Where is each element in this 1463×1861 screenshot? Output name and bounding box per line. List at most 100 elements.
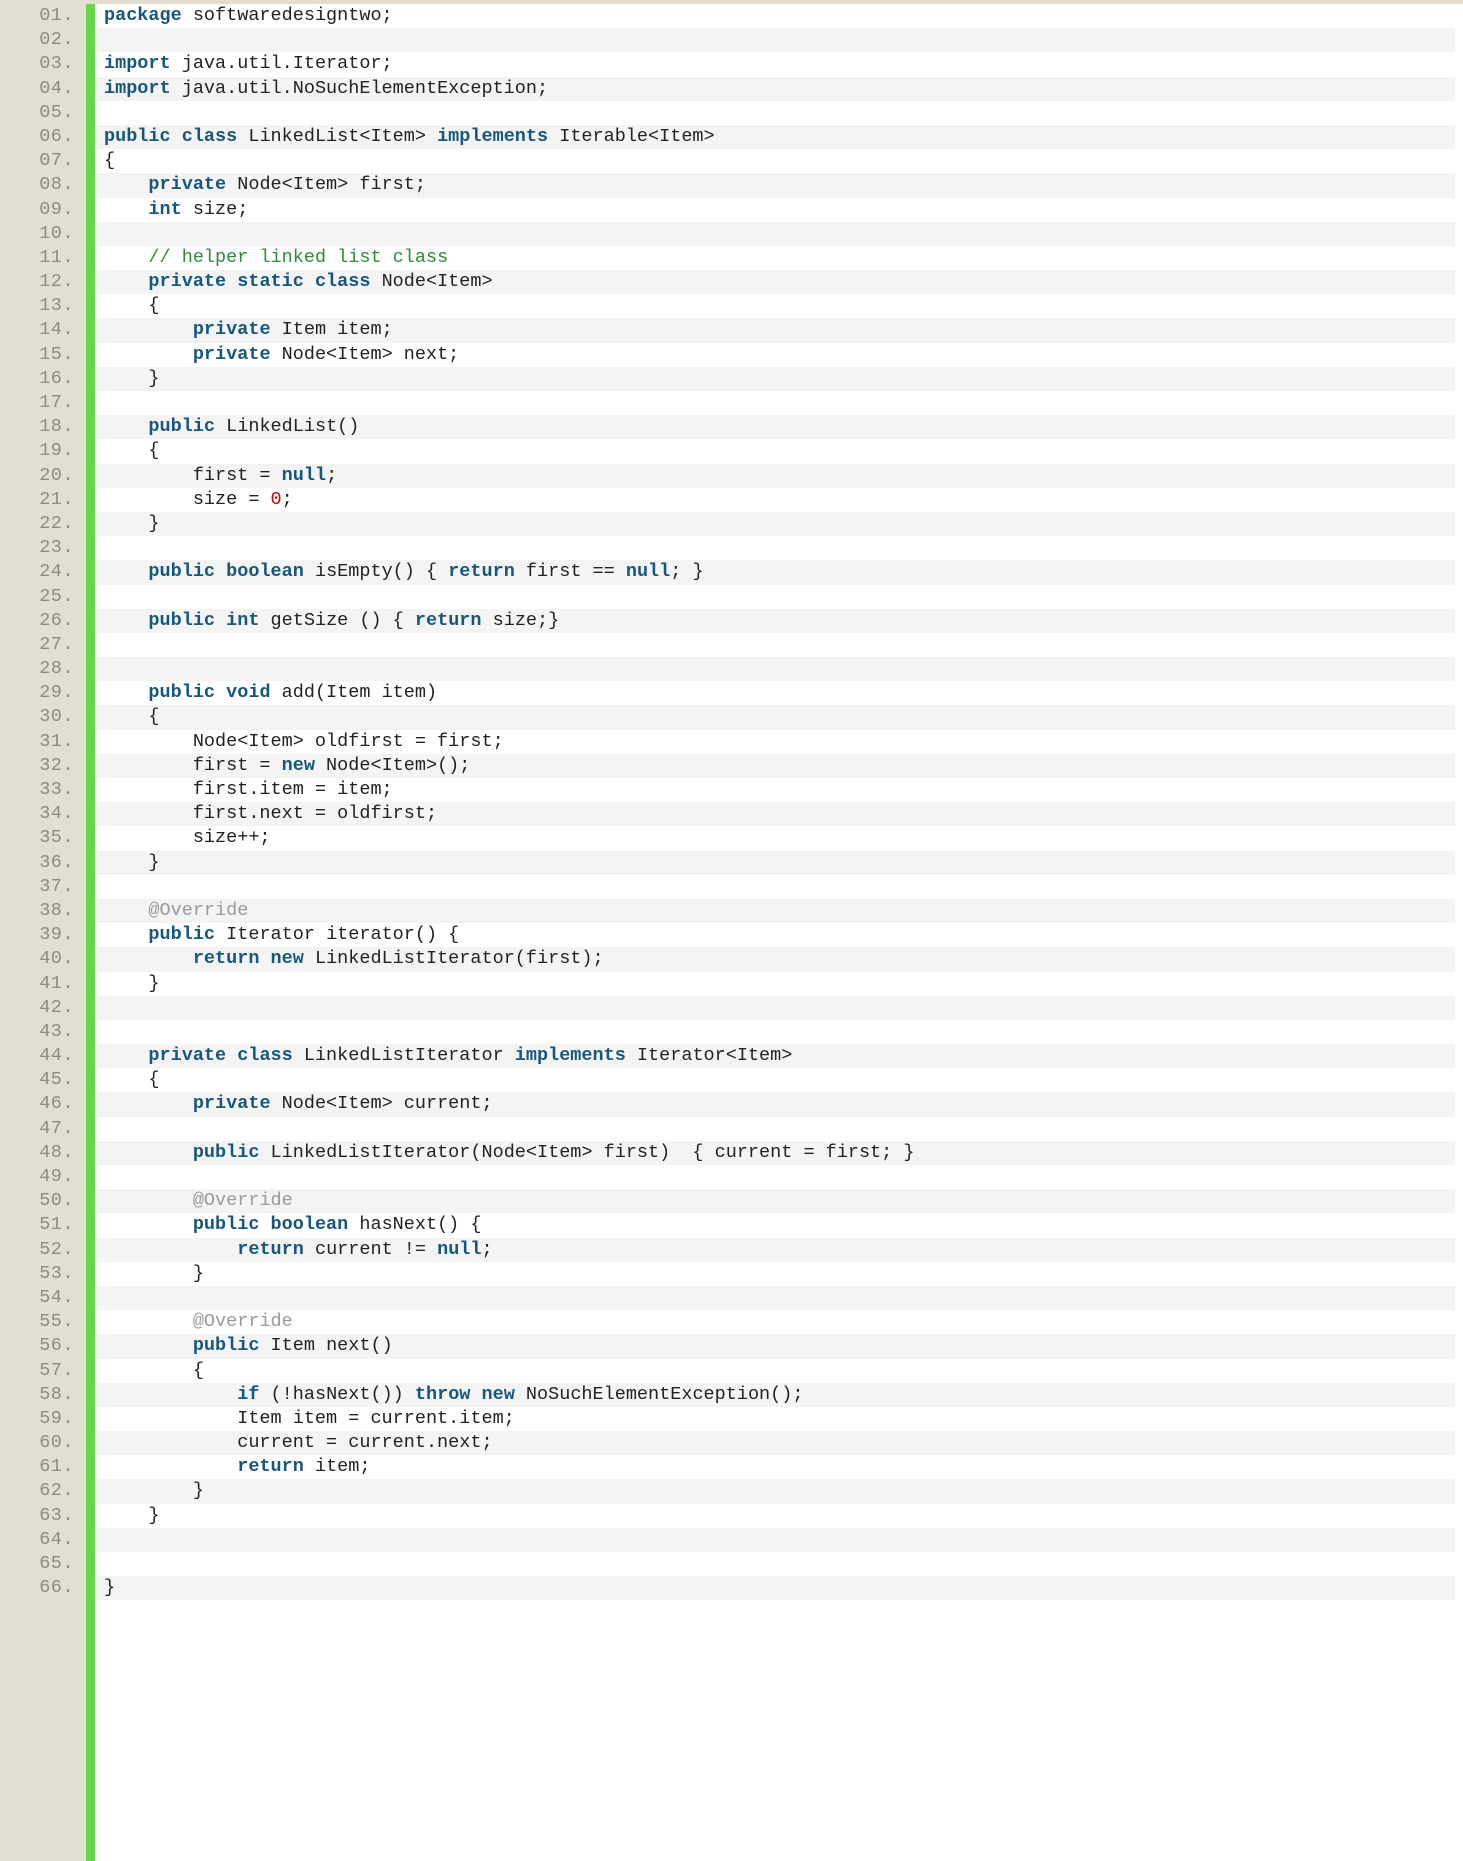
token-pln	[104, 174, 148, 195]
token-kw: implements	[437, 125, 549, 147]
token-pln: (!hasNext())	[259, 1383, 415, 1405]
token-pln	[104, 271, 148, 292]
code-line: 10.	[0, 221, 1463, 246]
code-line: 56. public Item next()	[0, 1334, 1463, 1359]
code-line: 43.	[0, 1019, 1463, 1045]
code-lines: 01.package softwaredesigntwo;02. 03.impo…	[0, 4, 1463, 1601]
token-pln: {	[104, 150, 116, 172]
token-kw: public	[148, 924, 216, 946]
token-kw: new	[281, 754, 315, 776]
code-line: 17.	[0, 391, 1463, 416]
line-accent-bar	[86, 173, 95, 198]
code-text: first = null;	[95, 463, 1455, 488]
token-pln: java.util.Iterator;	[170, 53, 393, 75]
line-accent-bar	[86, 1213, 95, 1238]
code-text	[95, 221, 1455, 246]
token-kw: null	[625, 561, 671, 583]
line-accent-bar	[86, 124, 95, 150]
line-number: 65.	[0, 1552, 86, 1577]
line-number: 05.	[0, 100, 86, 125]
token-pln: ;	[281, 488, 293, 510]
line-number: 40.	[0, 947, 86, 972]
code-line: 01.package softwaredesigntwo;	[0, 4, 1463, 29]
line-accent-bar	[86, 270, 95, 295]
line-number: 60.	[0, 1431, 86, 1456]
code-text: {	[95, 439, 1455, 464]
token-ann: @Override	[192, 1311, 293, 1333]
code-line: 04.import java.util.NoSuchElementExcepti…	[0, 76, 1463, 101]
line-accent-bar	[86, 1116, 95, 1141]
token-kw: private	[192, 1093, 271, 1115]
line-number: 50.	[0, 1189, 86, 1214]
token-kw: null	[437, 1238, 482, 1260]
code-line: 48. public LinkedListIterator(Node<Item>…	[0, 1140, 1463, 1165]
line-number: 26.	[0, 608, 86, 633]
code-line: 51. public boolean hasNext() {	[0, 1213, 1463, 1238]
token-pln	[104, 561, 148, 582]
code-line: 02.	[0, 28, 1463, 53]
code-text: @Override	[95, 898, 1455, 924]
code-text: public boolean hasNext() {	[95, 1213, 1455, 1238]
token-pln: }	[104, 1262, 204, 1284]
line-number: 54.	[0, 1285, 86, 1311]
code-text: {	[95, 705, 1455, 730]
line-number: 08.	[0, 173, 86, 198]
token-kw: private static class	[148, 271, 371, 293]
line-accent-bar	[86, 100, 95, 125]
code-text: // helper linked list class	[95, 245, 1455, 271]
line-accent-bar	[86, 391, 95, 416]
code-text: private static class Node<Item>	[95, 270, 1455, 295]
code-text: int size;	[95, 197, 1455, 222]
token-pln: Node<Item>();	[314, 754, 471, 776]
line-accent-bar	[86, 463, 95, 488]
code-text: {	[95, 294, 1455, 319]
line-accent-bar	[86, 28, 95, 53]
code-line: 25.	[0, 584, 1463, 609]
code-line: 19. {	[0, 439, 1463, 464]
token-pln: {	[104, 440, 160, 462]
code-text	[95, 1116, 1455, 1141]
line-number: 56.	[0, 1334, 86, 1359]
token-pln: {	[104, 706, 160, 728]
line-accent-bar	[86, 52, 95, 77]
line-number: 53.	[0, 1261, 86, 1286]
token-ann: @Override	[192, 1190, 293, 1212]
code-text: package softwaredesigntwo;	[95, 4, 1455, 29]
code-line: 07.{	[0, 149, 1463, 174]
line-number: 22.	[0, 511, 86, 537]
line-accent-bar	[86, 1479, 95, 1504]
code-text	[95, 657, 1455, 682]
token-pln: current !=	[303, 1238, 438, 1260]
token-pln: }	[104, 367, 160, 389]
code-text	[95, 874, 1455, 899]
code-line: 63. }	[0, 1503, 1463, 1528]
line-accent-bar	[86, 729, 95, 754]
token-pln	[104, 1093, 193, 1114]
line-number: 12.	[0, 270, 86, 295]
code-line: 13. {	[0, 294, 1463, 319]
code-text: private Node<Item> first;	[95, 173, 1455, 198]
line-accent-bar	[86, 1285, 95, 1311]
code-line: 24. public boolean isEmpty() { return fi…	[0, 560, 1463, 585]
code-text: }	[95, 1503, 1455, 1528]
line-accent-bar	[86, 1092, 95, 1117]
token-kw: return	[237, 1456, 304, 1478]
code-text: return new LinkedListIterator(first);	[95, 947, 1455, 972]
line-accent-bar	[86, 560, 95, 585]
token-pln	[104, 199, 148, 220]
line-number: 47.	[0, 1116, 86, 1141]
line-accent-bar	[86, 802, 95, 827]
token-pln: }	[104, 851, 160, 873]
code-line: 59. Item item = current.item;	[0, 1406, 1463, 1432]
token-pln	[104, 319, 193, 340]
token-pln: ;	[326, 464, 338, 486]
line-number: 25.	[0, 584, 86, 609]
line-number: 48.	[0, 1140, 86, 1165]
code-text: import java.util.NoSuchElementException;	[95, 76, 1455, 101]
token-pln: }	[104, 1504, 160, 1526]
line-accent-bar	[86, 294, 95, 319]
token-pln: {	[104, 295, 160, 317]
line-number: 57.	[0, 1358, 86, 1383]
line-number: 17.	[0, 391, 86, 416]
token-pln: current = current.next;	[104, 1432, 493, 1454]
